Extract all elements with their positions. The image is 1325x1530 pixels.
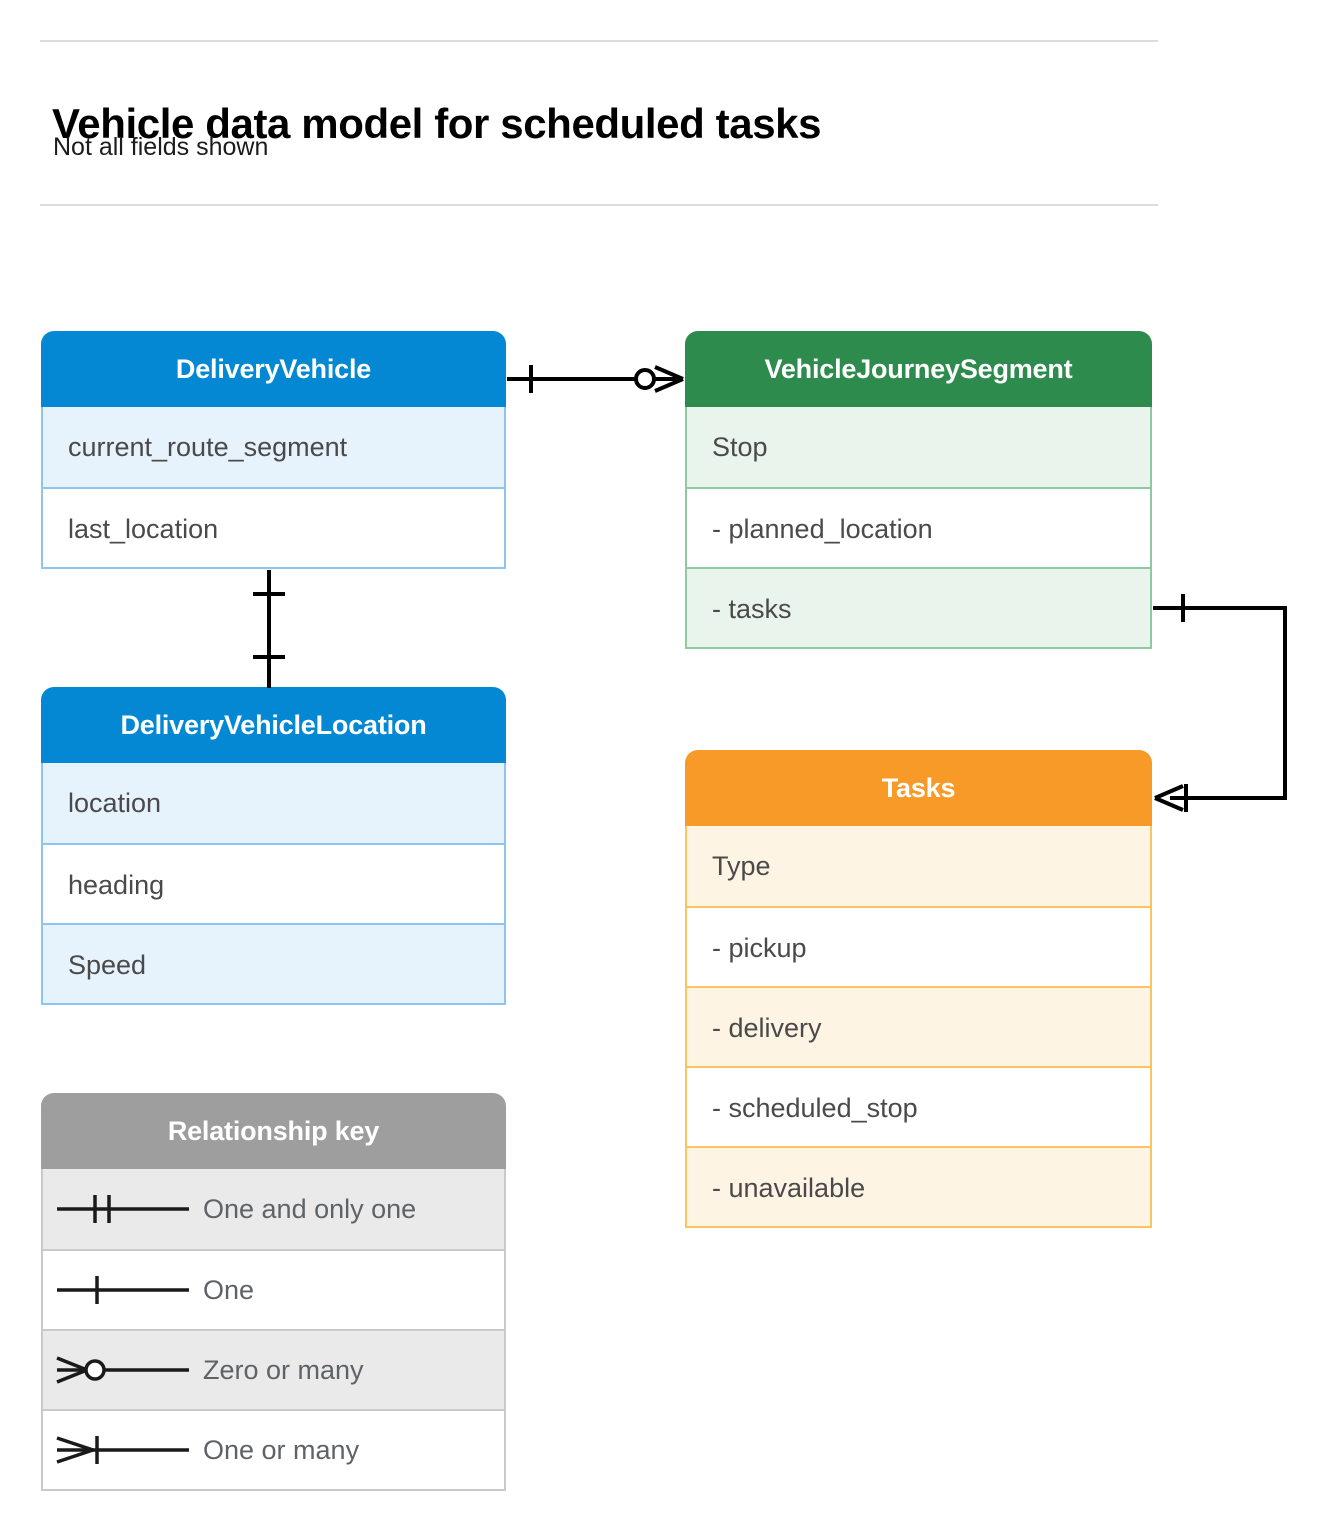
- one-and-only-one-icon: [43, 1179, 203, 1239]
- field-row: - pickup: [687, 906, 1150, 986]
- field-row: Stop: [687, 407, 1150, 487]
- relationship-vehicle-journey-segment-to-tasks: [1153, 594, 1287, 812]
- legend-item-label: One and only one: [203, 1193, 417, 1224]
- field-row: - scheduled_stop: [687, 1066, 1150, 1146]
- field-row: heading: [43, 843, 504, 923]
- zero-or-many-icon: [43, 1340, 203, 1400]
- field-row: Type: [687, 826, 1150, 906]
- field-row: location: [43, 763, 504, 843]
- page-subtitle: Not all fields shown: [53, 133, 269, 161]
- entity-delivery-vehicle-location[interactable]: DeliveryVehicleLocation location heading…: [41, 687, 506, 1005]
- legend-item-label: One: [203, 1274, 255, 1305]
- field-row: - delivery: [687, 986, 1150, 1066]
- field-row: last_location: [43, 487, 504, 567]
- legend-item-one: One: [43, 1249, 504, 1329]
- legend-item-one-and-only-one: One and only one: [43, 1169, 504, 1249]
- one-or-many-icon: [43, 1420, 203, 1480]
- legend-item-label: One or many: [203, 1434, 360, 1465]
- legend-title: Relationship key: [41, 1093, 506, 1169]
- entity-tasks[interactable]: Tasks Type - pickup - delivery - schedul…: [685, 750, 1152, 1228]
- legend-item-zero-or-many: Zero or many: [43, 1329, 504, 1409]
- field-row: - unavailable: [687, 1146, 1150, 1226]
- entity-fields-delivery-vehicle-location: location heading Speed: [41, 763, 506, 1005]
- entity-delivery-vehicle[interactable]: DeliveryVehicle current_route_segment la…: [41, 331, 506, 569]
- entity-fields-tasks: Type - pickup - delivery - scheduled_sto…: [685, 826, 1152, 1228]
- legend-rows: One and only one One: [41, 1169, 506, 1491]
- legend-item-one-or-many: One or many: [43, 1409, 504, 1489]
- relationship-delivery-vehicle-to-vehicle-journey-segment: [507, 365, 684, 393]
- field-row: current_route_segment: [43, 407, 504, 487]
- entity-fields-vehicle-journey-segment: Stop - planned_location - tasks: [685, 407, 1152, 649]
- entity-title-delivery-vehicle: DeliveryVehicle: [41, 331, 506, 407]
- field-row: - tasks: [687, 567, 1150, 647]
- relationship-key-legend[interactable]: Relationship key One and only one: [41, 1093, 506, 1491]
- field-row: Speed: [43, 923, 504, 1003]
- entity-title-vehicle-journey-segment: VehicleJourneySegment: [685, 331, 1152, 407]
- header-divider-bottom: [40, 204, 1158, 206]
- legend-item-label: Zero or many: [203, 1354, 364, 1385]
- one-icon: [43, 1260, 203, 1320]
- page-title: Vehicle data model for scheduled tasks: [52, 100, 822, 148]
- entity-title-tasks: Tasks: [685, 750, 1152, 826]
- entity-title-delivery-vehicle-location: DeliveryVehicleLocation: [41, 687, 506, 763]
- entity-vehicle-journey-segment[interactable]: VehicleJourneySegment Stop - planned_loc…: [685, 331, 1152, 649]
- relationship-delivery-vehicle-to-delivery-vehicle-location: [253, 570, 285, 688]
- field-row: - planned_location: [687, 487, 1150, 567]
- header-divider-top: [40, 40, 1158, 42]
- entity-fields-delivery-vehicle: current_route_segment last_location: [41, 407, 506, 569]
